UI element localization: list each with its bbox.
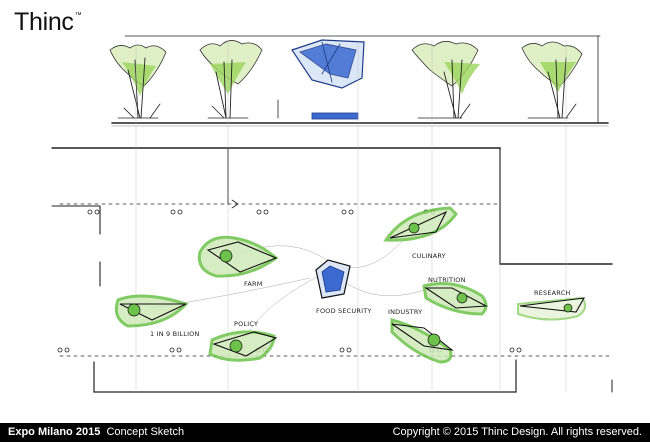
island-food-security	[315, 259, 351, 299]
tree-sketch	[199, 40, 263, 119]
label-culinary: CULINARY	[412, 252, 446, 260]
label-food-security: FOOD SECURITY	[316, 307, 372, 315]
footer-copyright: Copyright © 2015 Thinc Design. All right…	[392, 426, 642, 438]
label-nutrition: NUTRITION	[428, 276, 466, 284]
elevation-view	[109, 35, 609, 127]
brand-trademark: ™	[74, 12, 82, 19]
island-farm	[197, 235, 279, 278]
label-industry: INDUSTRY	[388, 308, 422, 316]
island-culinary	[383, 206, 458, 242]
island-policy	[208, 330, 278, 362]
tree-sketch	[109, 44, 167, 119]
label-farm: FARM	[244, 280, 263, 288]
footer-caption: Expo Milano 2015 Concept Sketch	[8, 423, 184, 442]
footer-subtitle: Concept Sketch	[106, 426, 185, 438]
island-industry	[390, 318, 454, 364]
island-1-in-9-billion	[114, 294, 189, 328]
tree-sketch	[411, 41, 480, 119]
label-policy: POLICY	[234, 320, 258, 328]
tree-sketch	[521, 41, 583, 119]
footer-bar: Expo Milano 2015 Concept Sketch Copyrigh…	[0, 423, 650, 442]
plan-view	[51, 39, 613, 393]
brand-name: Thinc	[14, 8, 74, 36]
label-research: RESEARCH	[534, 289, 571, 297]
brand-logo: Thinc™	[14, 8, 82, 37]
pavilion-sketch	[277, 39, 365, 120]
label-1-in-9-billion: 1 IN 9 BILLION	[150, 330, 200, 338]
island-research	[517, 296, 587, 321]
footer-title: Expo Milano 2015	[8, 426, 101, 438]
island-nutrition	[422, 282, 488, 316]
concept-sketch: CULINARY FARM NUTRITION RESEARCH FOOD SE…	[51, 35, 613, 393]
